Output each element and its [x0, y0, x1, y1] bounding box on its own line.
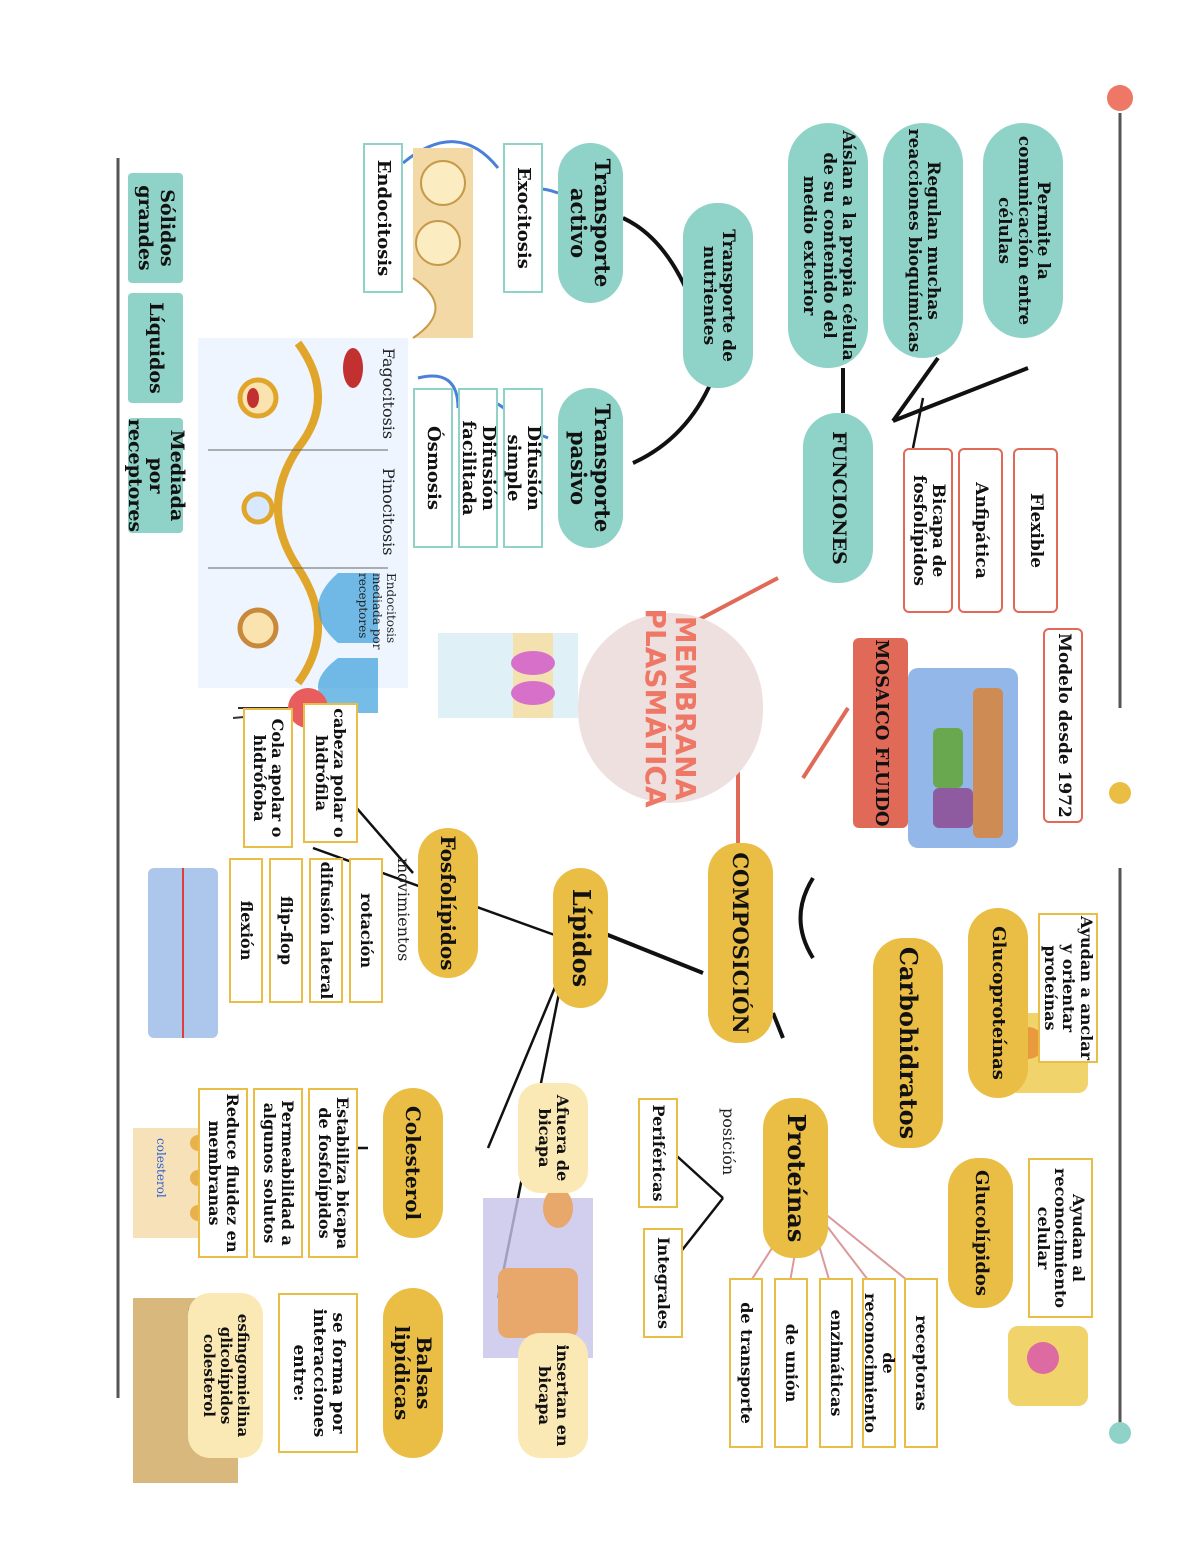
insertan-bicapa: insertan en bicapa [518, 1333, 588, 1458]
balsas-items: esfingomielina glicolípidos colesterol [188, 1293, 263, 1458]
funcion-reacciones: Regulan muchas reacciones bioquímicas [883, 123, 963, 358]
top-dot-coral [1107, 85, 1133, 111]
tipo-enzimaticas: enzimáticas [819, 1278, 853, 1448]
transporte-nutrientes: Transporte de nutrientes [683, 203, 753, 388]
lipidos-node: Lípidos [553, 868, 608, 1008]
line-exo-endo [911, 397, 925, 449]
prop-anfipatica: Anfipática [958, 448, 1003, 613]
glucolipidos-node: Glucolípidos [948, 1158, 1013, 1308]
proteinas-node: Proteínas [763, 1098, 828, 1258]
vesicle-figure [412, 148, 473, 339]
carbohidratos-node: Carbohidratos [873, 938, 943, 1148]
mov-rotacion: rotación [349, 858, 383, 1003]
afuera-bicapa: Afuera de bicapa [518, 1083, 588, 1193]
prop-flexible: Flexible [1013, 448, 1058, 613]
colesterol-node: Colesterol [383, 1088, 443, 1238]
glucoproteinas-node: Glucoproteínas [968, 908, 1028, 1098]
glucoproteinas-desc: Ayudan a anclar y orientar proteínas [1038, 913, 1098, 1063]
prop-bicapa: Bicapa de fosfolípidos [903, 448, 953, 613]
arrow-funciones-1 [892, 366, 1029, 423]
membrane-model-figure [908, 668, 1018, 848]
arrow-nutrientes-pasivo [632, 377, 715, 465]
top-dot-teal [1109, 1422, 1131, 1444]
colesterol-fig-label: colesterol [154, 1138, 168, 1198]
perifericas: Periféricas [638, 1098, 678, 1208]
protein-figure [483, 1188, 593, 1358]
glucolipidos-desc: Ayudan al reconocimiento celular [1028, 1158, 1093, 1318]
tipo-union: de unión [774, 1278, 808, 1448]
cabeza-polar: cabeza polar o hidrófila [303, 703, 358, 843]
tipo-receptoras: receptoras [904, 1278, 938, 1448]
endocitosis: Endocitosis [363, 143, 403, 293]
curve-facilitada-osmosis [417, 374, 460, 409]
bilayer-movements-figure [148, 868, 218, 1038]
funcion-aislan: Aíslan a la propia célula de su contenid… [788, 123, 868, 368]
arrow-comp-lipidos [602, 931, 704, 975]
transporte-activo: Transporte activo [558, 143, 623, 303]
arrow-comp-proteinas [771, 1012, 785, 1039]
top-dot-gold [1109, 782, 1131, 804]
funciones-node: FUNCIONES [803, 413, 873, 583]
integrales: Integrales [643, 1228, 683, 1338]
posicion-label: posición [719, 1108, 738, 1176]
osmosis: Ósmosis [413, 388, 453, 548]
fosfolipidos-node: Fosfolípidos [418, 828, 478, 978]
tipo-reconocimiento: de reconocimiento [861, 1278, 898, 1448]
balsas-node: Balsas lipídicas [383, 1288, 443, 1458]
exocitosis: Exocitosis [503, 143, 543, 293]
concept-map: MEMBRANA PLASMÁTICA FUNCIONES Permite la… [108, 68, 1158, 1483]
arrow-funciones-2 [891, 356, 940, 423]
mov-difusion-lateral: difusión lateral [309, 858, 343, 1003]
fig-label-pinocitosis: Pinocitosis [379, 468, 398, 556]
transporte-pasivo: Transporte pasivo [558, 388, 623, 548]
movimientos-label: movimientos [394, 858, 413, 962]
liquidos: Líquidos [128, 293, 183, 403]
fig-label-fagocitosis: Fagocitosis [379, 348, 398, 440]
page-title: MEMBRANA PLASMÁTICA [639, 608, 702, 808]
mediada-receptores: Mediada por receptores [123, 418, 189, 533]
arrow-comp-carbo [798, 876, 815, 960]
glycolipid-figure [1008, 1326, 1088, 1406]
title-bubble: MEMBRANA PLASMÁTICA [578, 608, 763, 808]
difusion-simple: Difusión simple [503, 388, 544, 548]
cola-apolar: Cola apolar o hidrófoba [243, 708, 293, 848]
tipo-transporte: de transporte [729, 1278, 763, 1448]
col-permeabilidad: Permeabilidad a algunos solutos [253, 1088, 303, 1258]
funcion-comunicacion: Permite la comunicación entre células [983, 123, 1063, 338]
fig-label-receptores: Endocitosis mediada por receptores [356, 573, 398, 650]
col-estabiliza: Estabiliza bicapa de fosfolípidos [308, 1088, 358, 1258]
line-fosfo-cabeza [347, 797, 414, 874]
modelo-1972: Modelo desde 1972 [1043, 628, 1083, 823]
solidos-grandes: Sólidos grandes [128, 173, 183, 283]
balsas-desc: se forma por interacciones entre: [278, 1293, 358, 1453]
mosaico-fluido: MOSAICO FLUIDO [853, 638, 908, 828]
line-lipidos-colesterol [486, 967, 565, 1149]
mov-flexion: flexión [229, 858, 263, 1003]
col-reduce-fluidez: Reduce fluidez en membranas [198, 1088, 248, 1258]
composicion-node: COMPOSICIÓN [708, 843, 773, 1043]
channel-figure [318, 573, 578, 718]
mov-flip-flop: flip-flop [269, 858, 303, 1003]
arrow-title-mosaico [801, 706, 850, 780]
difusion-facilitada: Difusión facilitada [458, 388, 499, 548]
